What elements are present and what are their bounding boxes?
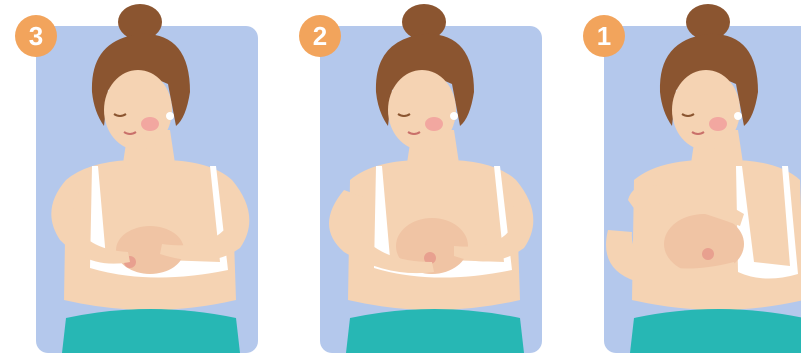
pants (630, 309, 801, 353)
panel-step-3: 3 (0, 0, 270, 353)
nipple (702, 248, 714, 260)
step-number-badge: 3 (15, 15, 57, 57)
pants (346, 309, 524, 353)
step-number-badge: 1 (583, 15, 625, 57)
panel-step-2: 2 (284, 0, 554, 353)
panel-step-1: 1 (568, 0, 801, 353)
face (104, 70, 172, 150)
earring (450, 112, 458, 120)
cheek-blush (709, 117, 727, 131)
earring (166, 112, 174, 120)
face (672, 70, 740, 150)
cheek-blush (141, 117, 159, 131)
face (388, 70, 456, 150)
step-number-badge: 2 (299, 15, 341, 57)
earring (734, 112, 742, 120)
pants (62, 309, 240, 353)
cheek-blush (425, 117, 443, 131)
